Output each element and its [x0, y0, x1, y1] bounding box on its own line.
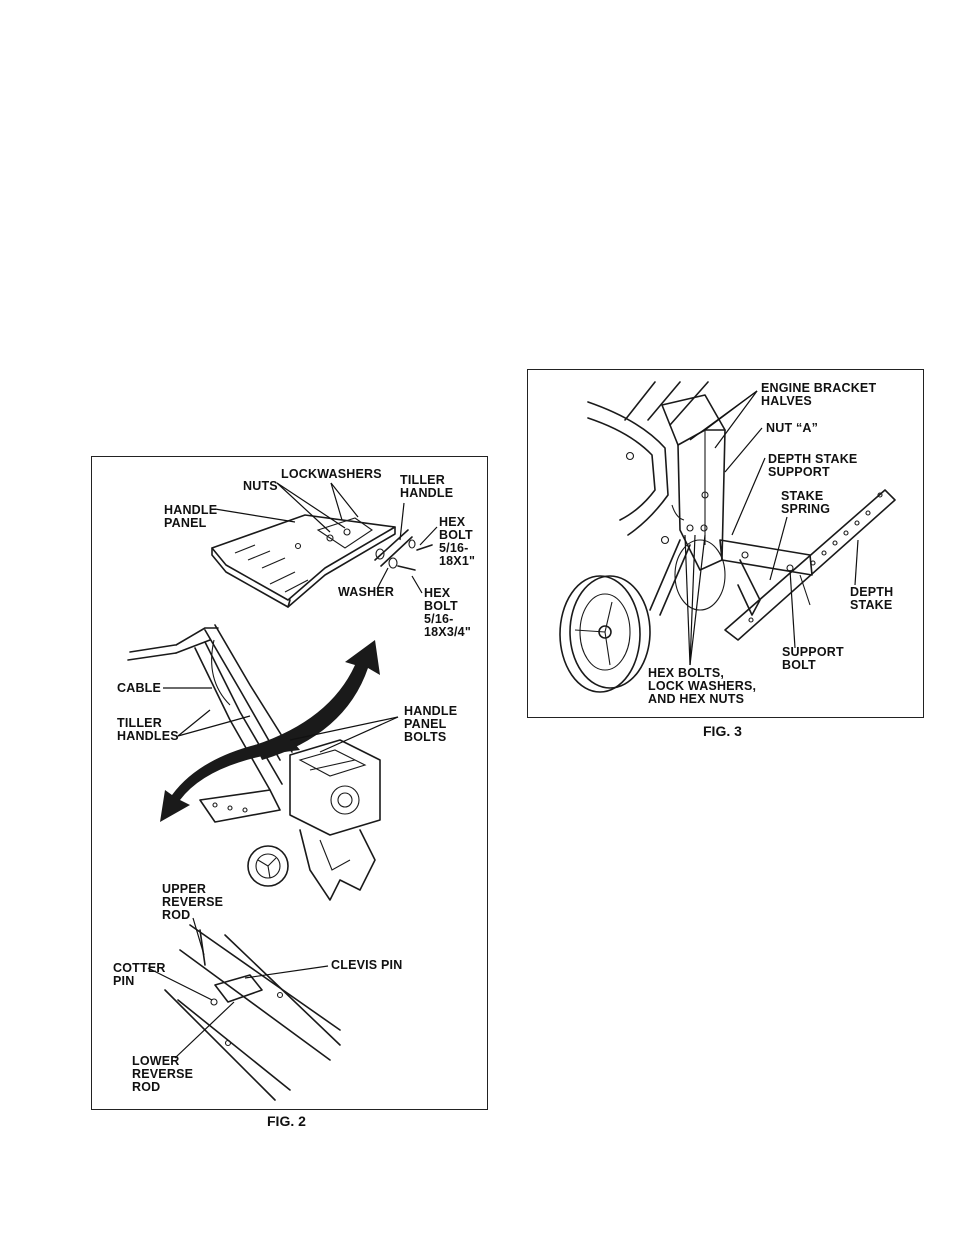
depth-stake-support-illustration — [719, 539, 813, 616]
fig2-label-tiller-handle: TILLER HANDLE — [400, 473, 454, 500]
rotation-arrows — [160, 640, 380, 822]
tiller-illustration — [127, 624, 381, 901]
fig3-frame — [527, 369, 924, 718]
fig3-label-support-bolt: SUPPORT BOLT — [782, 645, 844, 672]
fig3-label-nut-a: NUT “A” — [766, 421, 819, 435]
fig2-label-handle-panel: HANDLE PANEL — [164, 503, 218, 530]
fig2-leaders — [147, 482, 438, 1059]
fig2-label-upper-reverse-rod: UPPER REVERSE ROD — [162, 882, 224, 922]
fig3-label-depth-stake: DEPTH STAKE — [850, 585, 894, 612]
fig2-frame — [91, 456, 488, 1110]
depth-stake-illustration — [724, 489, 896, 641]
tine-shield-illustration — [587, 381, 709, 545]
fig2-label-tiller-handles: TILLER HANDLES — [117, 716, 179, 743]
fig3-label-stake-spring: STAKE SPRING — [781, 489, 831, 516]
fig2-label-cotter-pin: COTTER PIN — [113, 961, 166, 988]
fig2-label-washer: WASHER — [338, 585, 395, 599]
fig2-label-lockwashers: LOCKWASHERS — [281, 467, 382, 481]
fig2-label-hex-bolt-1: HEX BOLT 5/16- 18X1" — [439, 515, 476, 568]
fig2-label-clevis-pin: CLEVIS PIN — [331, 958, 403, 972]
fig2-label-nuts: NUTS — [243, 479, 278, 493]
fig2-caption: FIG. 2 — [267, 1113, 306, 1129]
fig2-label-lower-reverse-rod: LOWER REVERSE ROD — [132, 1054, 194, 1094]
fig3-label-engine-bracket-halves: ENGINE BRACKET HALVES — [761, 381, 877, 408]
fig3-label-hex-bolts: HEX BOLTS, LOCK WASHERS, AND HEX NUTS — [648, 666, 757, 706]
handle-panel-illustration — [211, 514, 433, 608]
fig2-label-hex-bolt-2: HEX BOLT 5/16- 18X3/4" — [424, 586, 471, 639]
fig3-leaders — [684, 390, 859, 666]
wheel-illustration — [559, 539, 726, 693]
fig2-label-cable: CABLE — [117, 681, 162, 695]
fig3-caption: FIG. 3 — [703, 723, 742, 739]
fig2-label-handle-panel-bolts: HANDLE PANEL BOLTS — [404, 704, 458, 744]
fig3-label-depth-stake-support: DEPTH STAKE SUPPORT — [768, 452, 858, 479]
reverse-rod-detail — [164, 924, 341, 1101]
